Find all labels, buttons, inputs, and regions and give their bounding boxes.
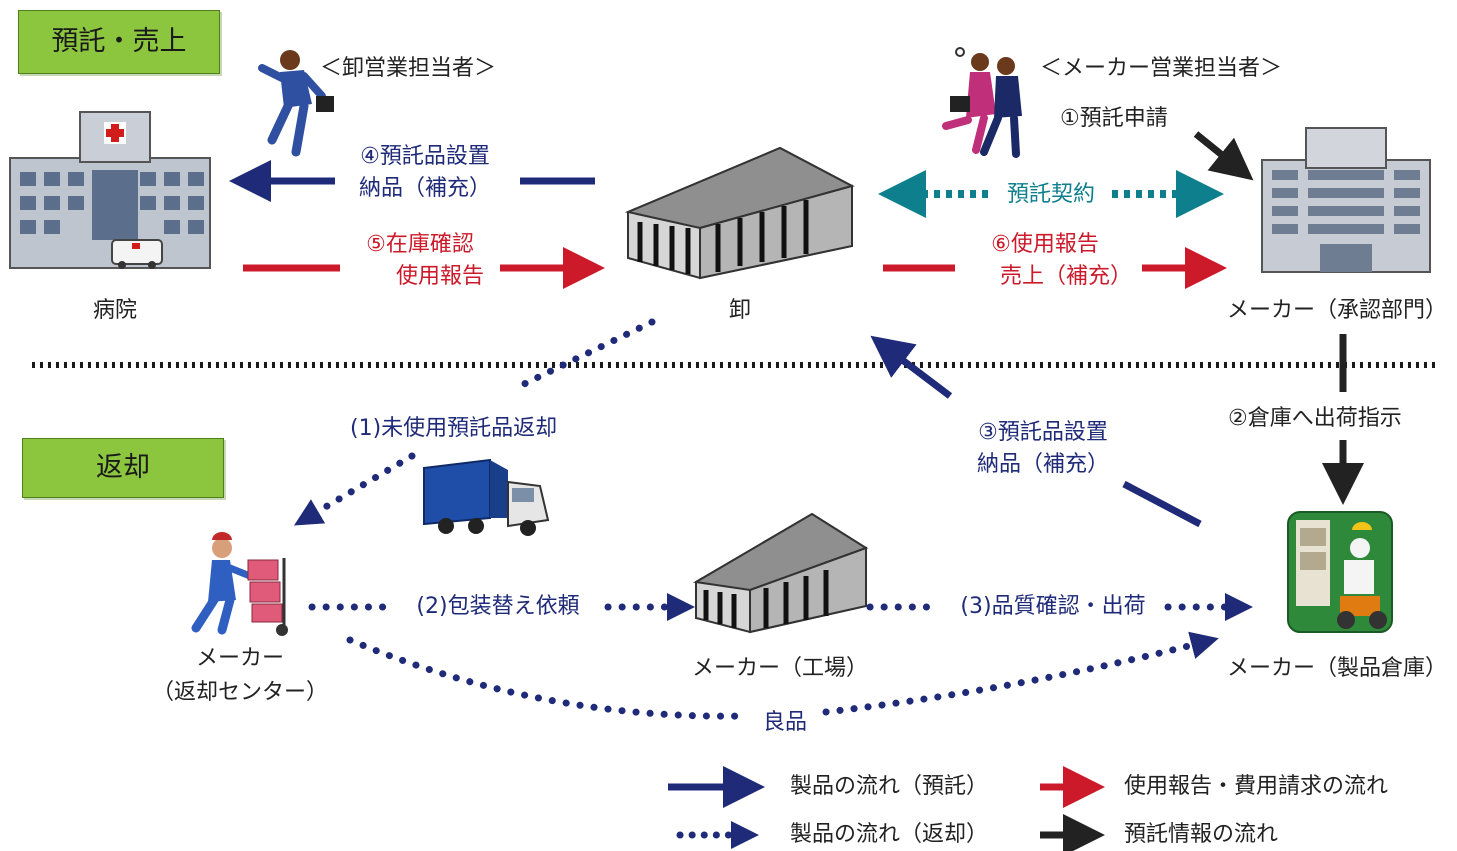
flow4-label-line2: 納品（補充） (358, 176, 491, 201)
contract-label: 預託契約 (1006, 182, 1095, 207)
maker-sales-reps-icon (942, 47, 1022, 158)
delivery-truck-icon (423, 458, 550, 536)
flow3-line-bottom (1122, 480, 1202, 528)
flow6-label-line2: 売上（補充） (999, 264, 1132, 289)
flow3-label-line2: 納品（補充） (976, 452, 1109, 477)
maker-approval-building-icon (1261, 127, 1431, 273)
hospital-label: 病院 (92, 298, 137, 323)
section-label-return: 返却 (22, 438, 224, 498)
factory-label: メーカー（工場） (691, 656, 868, 681)
wholesaler-label: 卸 (728, 298, 751, 323)
flow5-label-line2: 使用報告 (395, 264, 484, 289)
return-center-label-line1: メーカー (195, 646, 284, 671)
factory-building-icon (693, 512, 869, 634)
flow2-label: ②倉庫へ出荷指示 (1228, 406, 1402, 431)
maker-approval-label: メーカー（承認部門） (1226, 298, 1447, 323)
maker-rep-label: ＜メーカー営業担当者＞ (1040, 56, 1283, 81)
flow5-label-line1: ⑤在庫確認 (366, 232, 474, 257)
wholesale-rep-label: ＜卸営業担当者＞ (320, 56, 497, 81)
return-center-label-line2: （返却センター） (151, 680, 328, 705)
forklift-warehouse-icon (1287, 511, 1393, 633)
section-label-consign-sales: 預託・売上 (18, 10, 220, 74)
return-center-worker-icon (191, 532, 288, 636)
wholesale-sales-rep-icon (258, 50, 334, 157)
flow4-label-line1: ④預託品設置 (360, 144, 490, 169)
legend-product-consign-label: 製品の流れ（預託） (790, 774, 989, 799)
flow1-label: ①預託申請 (1060, 106, 1168, 131)
return1-arrow (293, 452, 416, 526)
hospital-icon (9, 111, 211, 269)
flow3-arrow (870, 335, 953, 399)
flow3-label-line1: ③預託品設置 (978, 420, 1108, 445)
legend-usage-report-label: 使用報告・費用請求の流れ (1124, 774, 1389, 799)
flow1-arrow (1193, 131, 1254, 181)
good-product-curve-right (822, 631, 1219, 716)
legend-consign-info-label: 預託情報の流れ (1124, 822, 1279, 847)
good-product-label: 良品 (762, 710, 807, 735)
good-product-curve-left (346, 636, 749, 720)
return1-line-top (516, 318, 656, 390)
return1-label: (1)未使用預託品返却 (350, 416, 558, 441)
wholesaler-building-icon (624, 146, 855, 280)
legend-product-return-label: 製品の流れ（返却） (790, 822, 989, 847)
flow6-label-line1: ⑥使用報告 (991, 232, 1099, 257)
return2-label: (2)包装替え依頼 (416, 594, 580, 619)
return3-label: (3)品質確認・出荷 (960, 594, 1146, 619)
warehouse-label: メーカー（製品倉庫） (1226, 656, 1447, 681)
